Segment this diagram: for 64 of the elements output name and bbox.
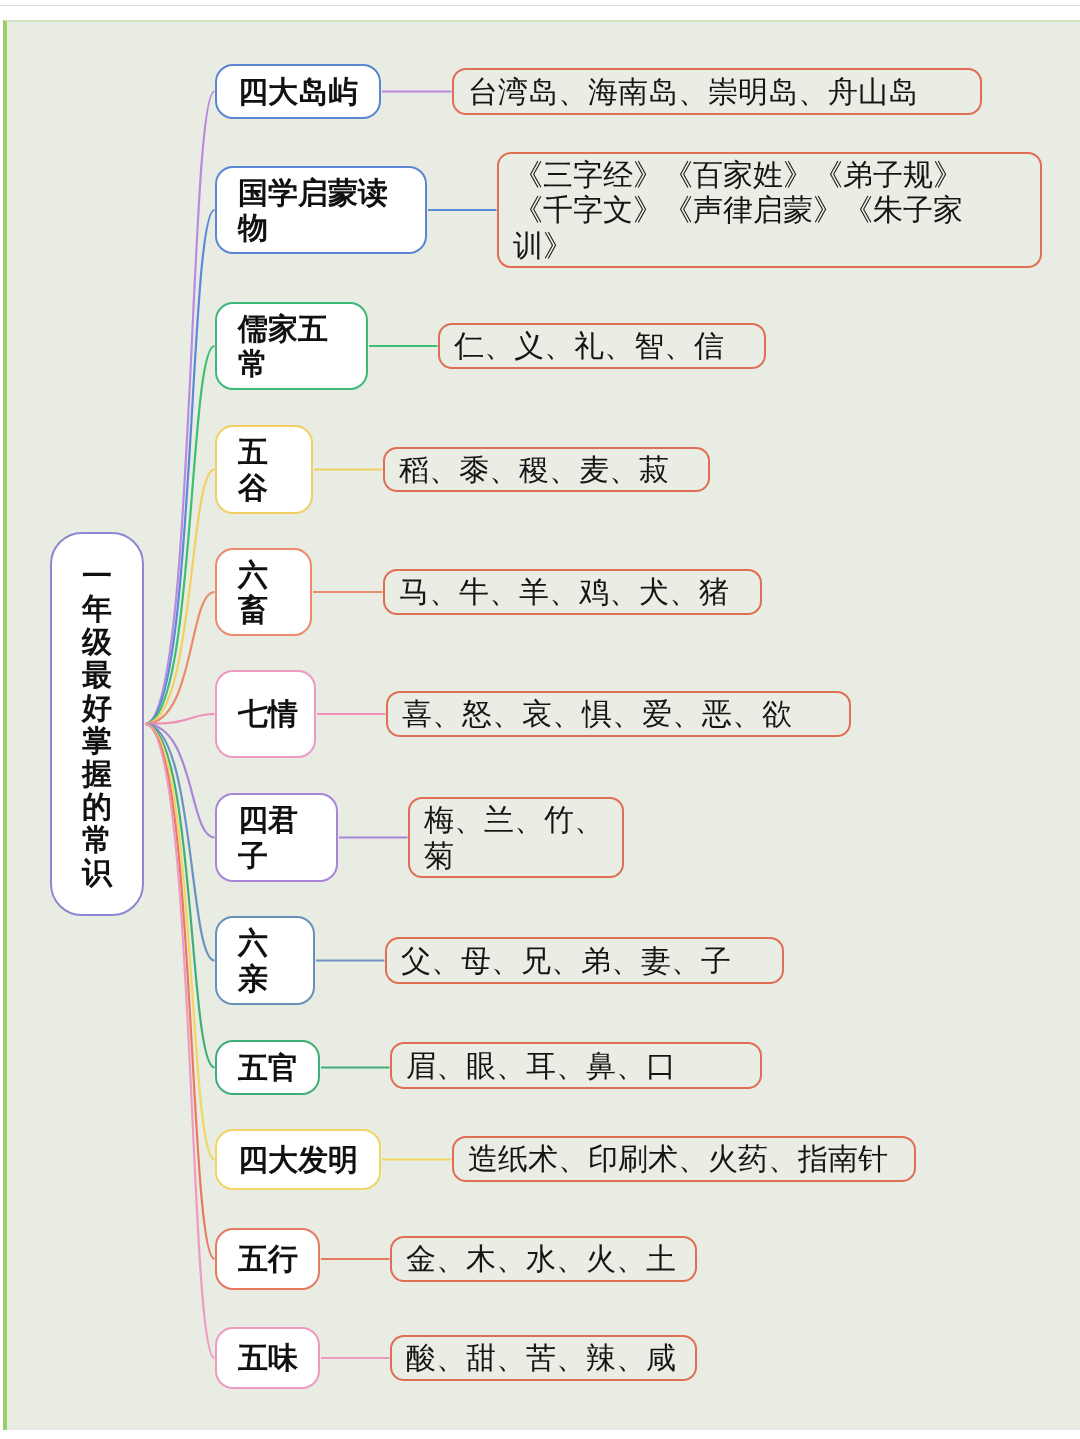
category-label: 七情 (238, 696, 298, 732)
category-label: 四大发明 (238, 1141, 358, 1178)
detail-text: 眉、眼、耳、鼻、口 (406, 1047, 676, 1084)
category-box (215, 1129, 381, 1190)
detail-box (383, 569, 762, 615)
detail-box (497, 152, 1042, 268)
detail-text: 稻、黍、稷、麦、菽 (399, 451, 669, 488)
topic-label: 一年级最好掌握的常识 (82, 559, 112, 889)
category-box (215, 166, 427, 254)
category-label: 六亲 (238, 925, 269, 996)
category-label: 五官 (238, 1049, 298, 1086)
connector-line (317, 712, 386, 716)
detail-box (408, 797, 624, 878)
category-box (215, 1327, 320, 1389)
detail-text: 台湾岛、海南岛、崇明岛、舟山岛 (468, 73, 918, 110)
connector-line (316, 959, 385, 962)
detail-text: 酸、甜、苦、辣、咸 (406, 1340, 676, 1376)
detail-box (386, 691, 851, 737)
category-box (215, 1228, 320, 1290)
connector-line (321, 1356, 390, 1360)
connector-line (321, 1066, 390, 1069)
connector-line (313, 590, 383, 594)
category-box (215, 1040, 320, 1095)
detail-box (390, 1042, 762, 1089)
detail-box (385, 937, 784, 984)
category-label: 五行 (238, 1241, 298, 1277)
detail-text: 仁、义、礼、智、信 (454, 328, 724, 364)
category-label: 五味 (238, 1340, 298, 1376)
detail-text: 父、母、兄、弟、妻、子 (401, 942, 731, 979)
connector-line (369, 344, 438, 348)
detail-box (452, 1136, 916, 1182)
connector-line (382, 90, 452, 93)
detail-box (438, 323, 766, 369)
category-box (215, 793, 338, 882)
connector-line (321, 1257, 390, 1261)
category-label: 儒家五常 (238, 310, 329, 382)
category-label: 四大岛屿 (238, 73, 358, 110)
detail-text: 造纸术、印刷术、火药、指南针 (468, 1141, 888, 1177)
detail-box (390, 1335, 697, 1381)
branch-curve (144, 723, 216, 1359)
connector-line (428, 208, 497, 212)
category-box (215, 302, 368, 390)
detail-box (452, 68, 982, 115)
detail-text: 梅、兰、竹、菊 (424, 802, 605, 873)
detail-text: 马、牛、羊、鸡、犬、猪 (399, 574, 729, 610)
category-label: 六畜 (238, 556, 269, 628)
category-label: 四君子 (238, 802, 299, 873)
detail-text: 喜、怒、哀、惧、爱、恶、欲 (402, 696, 792, 732)
connector-line (339, 836, 408, 839)
category-label: 国学启蒙读物 (238, 174, 389, 246)
branch-curve (144, 468, 216, 725)
connector-line (382, 1158, 452, 1161)
topic-box (50, 532, 144, 916)
category-box (215, 64, 381, 119)
category-box (215, 670, 316, 758)
detail-box (383, 447, 710, 492)
category-label: 五谷 (238, 434, 269, 505)
detail-text: 金、木、水、火、土 (406, 1241, 676, 1277)
detail-text: 《三字经》《百家姓》《弟子规》《千字文》《声律启蒙》《朱子家训》 (513, 157, 964, 263)
category-box (215, 425, 313, 514)
connector-line (314, 468, 383, 471)
category-box (215, 916, 315, 1005)
detail-box (390, 1236, 697, 1282)
category-box (215, 548, 312, 636)
